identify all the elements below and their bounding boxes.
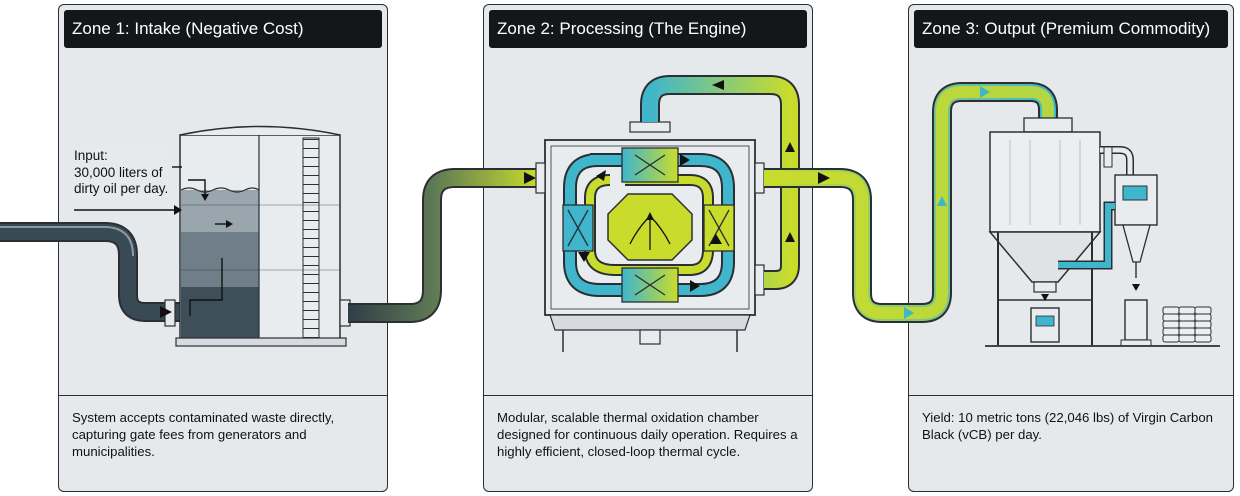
zone-1-description: System accepts contaminated waste direct…	[72, 410, 335, 459]
inlet-pipe	[0, 222, 180, 322]
intake-tank	[0, 125, 351, 347]
zone-1-divider	[59, 395, 387, 396]
intake-annotation: Input: 30,000 liters of dirty oil per da…	[74, 148, 169, 198]
intake-annotation-line2: 30,000 liters of	[74, 164, 163, 180]
zone-3-title: Zone 3: Output (Premium Commodity)	[914, 10, 1228, 48]
carbon-silo	[985, 117, 1220, 347]
transfer-pipe	[348, 168, 540, 323]
zone-3-divider	[909, 395, 1233, 396]
zone-3-description: Yield: 10 metric tons (22,046 lbs) of Vi…	[922, 410, 1214, 442]
zone-2-description: Modular, scalable thermal oxidation cham…	[497, 410, 798, 459]
intake-annotation-line3: dirty oil per day.	[74, 181, 169, 196]
intake-annotation-line1: Input:	[74, 148, 108, 163]
zone-2-divider	[484, 395, 812, 396]
zone-1-title: Zone 1: Intake (Negative Cost)	[64, 10, 382, 48]
thermal-chamber	[535, 121, 765, 352]
zone-2-title: Zone 2: Processing (The Engine)	[489, 10, 807, 48]
